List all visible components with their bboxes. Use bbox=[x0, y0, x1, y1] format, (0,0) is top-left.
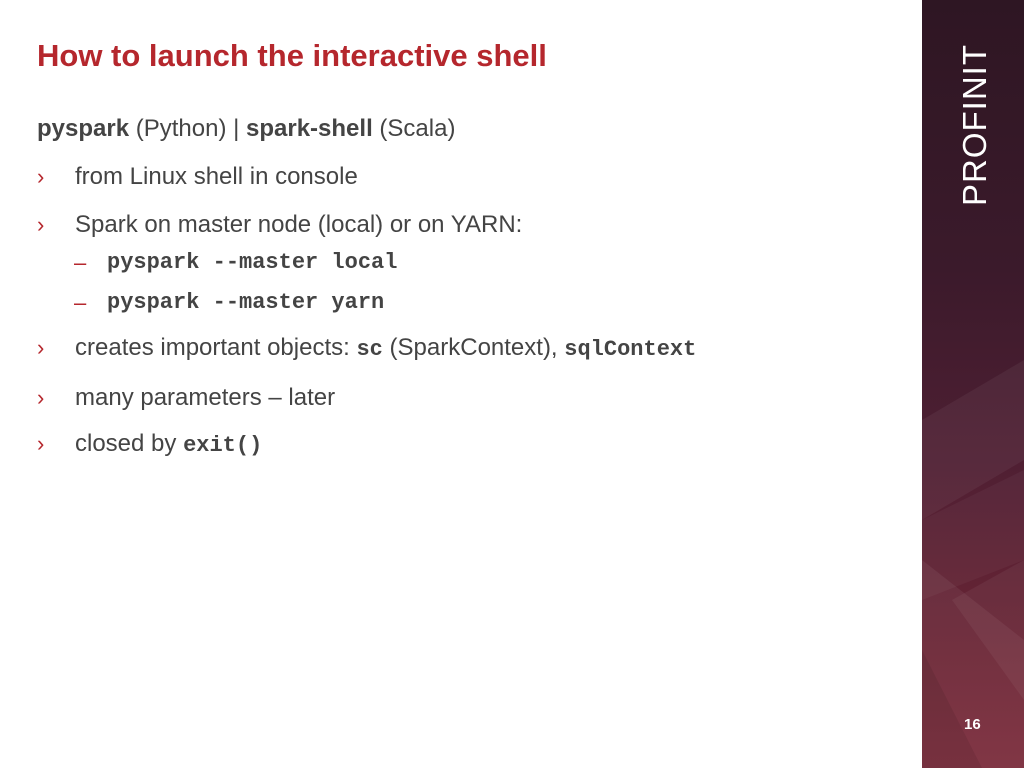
bullet-marker: › bbox=[37, 431, 45, 456]
code-exit: exit() bbox=[183, 433, 263, 458]
code-command: pyspark --master local bbox=[107, 250, 398, 275]
bullet-text: closed by bbox=[75, 430, 184, 457]
bullet-text: Spark on master node (local) or on YARN: bbox=[75, 211, 523, 238]
sidebar-decoration bbox=[922, 360, 1024, 768]
scala-label: (Scala) bbox=[372, 115, 456, 142]
sub-marker: – bbox=[74, 290, 87, 315]
bullet-text: (SparkContext), bbox=[382, 334, 565, 361]
pyspark-command: pyspark bbox=[37, 115, 130, 142]
code-command: pyspark --master yarn bbox=[107, 290, 385, 315]
code-sqlcontext: sqlContext bbox=[564, 337, 697, 362]
bullet-marker: › bbox=[37, 335, 45, 360]
bullet-marker: › bbox=[37, 385, 45, 410]
bullet-item: › creates important objects: sc (SparkCo… bbox=[37, 331, 897, 367]
sub-item: – pyspark --master yarn bbox=[37, 288, 897, 319]
spark-shell-command: spark-shell bbox=[246, 115, 373, 142]
slide-title: How to launch the interactive shell bbox=[37, 38, 547, 73]
bullet-text: from Linux shell in console bbox=[75, 163, 358, 190]
code-sc: sc bbox=[356, 337, 383, 362]
bullet-item: › closed by exit() bbox=[37, 427, 897, 463]
bullet-marker: › bbox=[37, 164, 45, 189]
bullet-item: › many parameters – later bbox=[37, 381, 897, 415]
slide-content: pyspark (Python) | spark-shell (Scala) ›… bbox=[37, 112, 897, 463]
bullet-item: › from Linux shell in console bbox=[37, 160, 897, 194]
bullet-marker: › bbox=[37, 212, 45, 237]
sub-item: – pyspark --master local bbox=[37, 248, 897, 279]
bullet-text: many parameters – later bbox=[75, 384, 336, 411]
brand-sidebar bbox=[922, 0, 1024, 768]
bullet-item: › Spark on master node (local) or on YAR… bbox=[37, 208, 897, 242]
page-number: 16 bbox=[964, 716, 981, 733]
subhead: pyspark (Python) | spark-shell (Scala) bbox=[37, 112, 897, 146]
sub-marker: – bbox=[74, 250, 87, 275]
bullet-text: creates important objects: bbox=[75, 334, 357, 361]
python-label: (Python) | bbox=[129, 115, 247, 142]
profinit-logo: PROFINIT bbox=[956, 44, 993, 206]
